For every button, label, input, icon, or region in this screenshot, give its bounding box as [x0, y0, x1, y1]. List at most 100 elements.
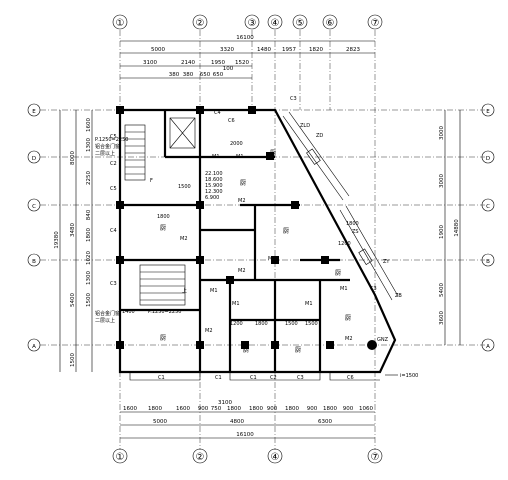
dim-right-0: 3000	[439, 126, 445, 140]
mark-4: ZY	[383, 259, 390, 265]
dim-bottom-r1-5: 1800	[227, 406, 241, 412]
room-labels: 厨 厨 厨 厨 厨 厨 厨 厨 厨 F 上	[150, 150, 351, 354]
axis-top-3: ③	[248, 18, 257, 29]
dim-top-r2-0: 5000	[151, 47, 165, 53]
dim-top-r4-1: 380	[183, 72, 194, 78]
axis-top-6: ⑥	[326, 18, 335, 29]
dim-top-r2-3: 1957	[282, 47, 296, 53]
mark-1: ZLD	[300, 123, 310, 129]
door-11: M2	[268, 256, 276, 262]
window-0: C1	[158, 375, 165, 381]
inner-dim-4: 1500	[285, 321, 298, 327]
dim-top-r2-5: 2823	[346, 47, 360, 53]
inner-dim-5: 1500	[305, 321, 318, 327]
room-label-3: 厨	[240, 180, 246, 187]
axis-left-A: A	[32, 344, 36, 350]
dim-top-r4-0: 380	[169, 72, 180, 78]
axis-top-1: ①	[116, 18, 125, 29]
room-label-9: 厨	[335, 270, 341, 277]
dim-bottom-r1-3: 900	[198, 406, 209, 412]
door-9: M1	[340, 286, 348, 292]
dim-bottom-r1-10: 1800	[323, 406, 337, 412]
window-2: C3	[297, 375, 304, 381]
dim-bottom-r1-4: 750	[211, 406, 222, 412]
door-labels: M1 M1 M2 M2 M2 M1 M1 M1 M2 M1 M2 M2	[180, 154, 353, 342]
axis-top-4: ④	[271, 18, 280, 29]
dim-top-r2-2: 1480	[257, 47, 271, 53]
bottom-axis-markers: ① ② ④ ⑦	[112, 448, 383, 464]
dim-top-r2-1: 3320	[220, 47, 234, 53]
mark-slope: i=1500	[400, 373, 418, 379]
dim-left-inner-5: 1020	[86, 251, 92, 265]
axis-top-7: ⑦	[371, 18, 380, 29]
dim-top-r4-2: 650	[200, 72, 211, 78]
note-bottom-1: 铝合金门窗	[95, 310, 120, 317]
room-label-1: 厨	[160, 225, 166, 232]
level-2: 15.900	[205, 183, 223, 189]
dim-bottom-r1-6: 1800	[249, 406, 263, 412]
note-mid: P.1250=2250	[148, 309, 181, 315]
inner-dim-1: 1800	[157, 214, 170, 220]
level-1: 18.600	[205, 177, 223, 183]
note-bottom-2: 二层以上	[95, 317, 115, 324]
axis-left-B: B	[32, 259, 36, 265]
dim-bottom-r1-1: 1800	[148, 406, 162, 412]
room-label-8: 厨	[345, 315, 351, 322]
dim-left-inner-3: 840	[86, 209, 92, 220]
dim-top-r4-4: 100	[223, 66, 234, 72]
door-6: M1	[232, 301, 240, 307]
axis-bottom-4: ④	[271, 452, 280, 463]
room-label-7: 厨	[295, 347, 301, 354]
dim-bottom-r1-0: 1600	[123, 406, 137, 412]
room-label-5: 厨	[270, 150, 276, 157]
dim-bottom-r1-11: 900	[343, 406, 354, 412]
dim-bottom-r1-2: 1600	[176, 406, 190, 412]
inner-dim-6: 1200	[338, 241, 351, 247]
axis-right-D: D	[486, 156, 490, 162]
door-5: M1	[210, 288, 218, 294]
inner-dim-2: 1200	[230, 321, 243, 327]
door-4: M2	[238, 268, 246, 274]
dim-right-2: 1900	[439, 225, 445, 239]
top-axis-markers: ① ② ③ ④ ⑤ ⑥ ⑦	[112, 14, 383, 30]
mark-gnz: GNZ	[377, 337, 389, 343]
elevator-shaft	[169, 117, 196, 149]
building-walls	[118, 108, 397, 374]
inner-dim-8: 2000	[230, 141, 243, 147]
axis-right-E: E	[486, 109, 490, 115]
dim-right-3: 3600	[439, 311, 445, 325]
door-1: M1	[236, 154, 244, 160]
dim-top-r3-0: 3100	[143, 60, 157, 66]
room-label-4: 厨	[283, 228, 289, 235]
left-dimensions: 19380 1500 5400 3480 8000 1600 1300 2250…	[54, 110, 93, 372]
dim-top-r3-2: 1950	[211, 60, 225, 66]
dim-bottom-r1-12: 1060	[359, 406, 373, 412]
window-7: C4	[214, 110, 221, 116]
stair-f-label: F	[150, 178, 153, 184]
door-2: M2	[180, 236, 188, 242]
note-top-2: 二层以上	[95, 150, 115, 157]
stair-up-label: 上	[182, 287, 187, 294]
inner-dim-7: 1800	[346, 221, 359, 227]
mark-2: ZD	[316, 133, 323, 139]
mark-3: ZS	[352, 229, 359, 235]
inner-dims: 1500 1800 1200 1800 1500 1500 1200 1800 …	[157, 141, 359, 327]
axis-right-B: B	[486, 259, 490, 265]
window-6: C3	[110, 281, 117, 287]
dim-top-r4-3: 650	[213, 72, 224, 78]
window-10: C2	[270, 375, 277, 381]
dim-left-inner-2: 2250	[86, 171, 92, 185]
axis-bottom-2: ②	[196, 452, 205, 463]
mark-5: ZB	[395, 293, 402, 299]
right-dimensions: 3000 3000 1900 3600 14880 5400	[439, 110, 461, 345]
dim-left-outer-2: 3480	[70, 223, 76, 237]
window-3: C2	[110, 161, 117, 167]
dim-left-outer-0: 1500	[70, 353, 76, 367]
window-5: C4	[110, 228, 117, 234]
slanted-facade-windows	[282, 111, 399, 301]
dim-bottom-r2-2: 6300	[318, 419, 332, 425]
axis-right-A: A	[486, 344, 490, 350]
window-14: C3	[370, 286, 377, 292]
axis-left-E: E	[32, 109, 36, 115]
